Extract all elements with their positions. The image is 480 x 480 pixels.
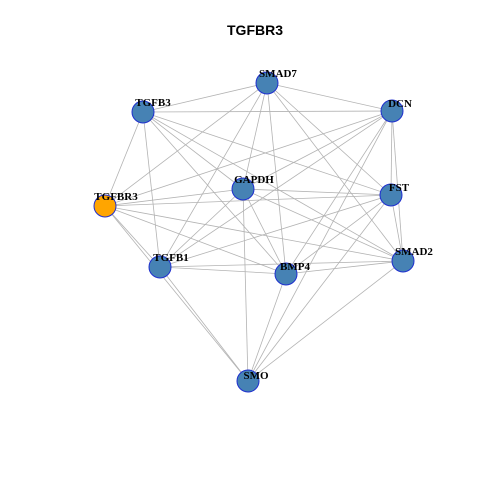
- edge-gapdh-tgfbr3: [104, 188, 244, 207]
- node-label-gapdh: GAPDH: [234, 174, 274, 186]
- node-label-bmp4: BMP4: [280, 261, 310, 273]
- edge-tgfbr3-smo: [104, 205, 249, 382]
- node-tgfb3[interactable]: [131, 100, 155, 124]
- node-layer: [93, 71, 415, 393]
- edge-gapdh-fst: [242, 188, 392, 196]
- edge-tgfb3-bmp4: [142, 111, 287, 275]
- edge-tgfbr3-tgfb1: [104, 205, 161, 268]
- edge-smad7-tgfb1: [159, 82, 268, 268]
- edge-tgfbr3-bmp4: [104, 205, 287, 275]
- node-label-tgfb3: TGFB3: [135, 97, 171, 109]
- edge-bmp4-smo: [247, 273, 287, 382]
- node-label-smad7: SMAD7: [259, 68, 297, 80]
- edge-dcn-tgfbr3: [104, 110, 393, 207]
- edge-smad7-bmp4: [266, 82, 287, 275]
- node-smo[interactable]: [236, 369, 260, 393]
- node-label-tgfb1: TGFB1: [153, 252, 188, 264]
- edge-gapdh-smo: [242, 188, 249, 382]
- node-bmp4[interactable]: [274, 262, 298, 286]
- node-label-tgfbr3: TGFBR3: [94, 191, 138, 203]
- edge-gapdh-tgfb1: [159, 188, 244, 268]
- edge-smad2-smo: [247, 260, 404, 382]
- node-label-fst: FST: [389, 182, 410, 194]
- edge-fst-tgfb1: [159, 194, 392, 268]
- edge-fst-bmp4: [285, 194, 392, 275]
- edge-gapdh-smad2: [242, 188, 404, 262]
- edge-dcn-gapdh: [242, 110, 393, 190]
- edge-dcn-fst: [390, 110, 393, 196]
- node-smad7[interactable]: [255, 71, 279, 95]
- edge-tgfb1-smo: [159, 266, 249, 382]
- node-tgfb1[interactable]: [148, 255, 172, 279]
- edge-smad7-smad2: [266, 82, 404, 262]
- graph-title: TGFBR3: [227, 22, 283, 38]
- edge-smad7-fst: [266, 82, 392, 196]
- edge-tgfbr3-fst: [104, 194, 392, 207]
- edge-gapdh-bmp4: [242, 188, 287, 275]
- node-tgfbr3[interactable]: [93, 194, 117, 218]
- edge-fst-smo: [247, 194, 392, 382]
- node-dcn[interactable]: [380, 99, 404, 123]
- edge-tgfb3-gapdh: [142, 111, 244, 190]
- edge-smad7-tgfb3: [142, 82, 268, 113]
- node-smad2[interactable]: [391, 249, 415, 273]
- edge-smad7-tgfbr3: [104, 82, 268, 207]
- edge-tgfb1-bmp4: [159, 266, 287, 275]
- edge-tgfbr3-smad2: [104, 205, 404, 262]
- edge-layer: [104, 82, 404, 382]
- edge-tgfb3-fst: [142, 111, 392, 196]
- edge-tgfb3-tgfb1: [142, 111, 161, 268]
- edge-smad2-bmp4: [285, 260, 404, 275]
- node-label-smo: SMO: [243, 370, 269, 382]
- edge-smad7-dcn: [266, 82, 393, 112]
- node-gapdh[interactable]: [231, 177, 255, 201]
- node-fst[interactable]: [379, 183, 403, 207]
- edge-tgfb3-tgfbr3: [104, 111, 144, 207]
- edge-tgfb3-dcn: [142, 110, 393, 113]
- node-label-smad2: SMAD2: [395, 246, 433, 258]
- node-label-dcn: DCN: [388, 98, 412, 110]
